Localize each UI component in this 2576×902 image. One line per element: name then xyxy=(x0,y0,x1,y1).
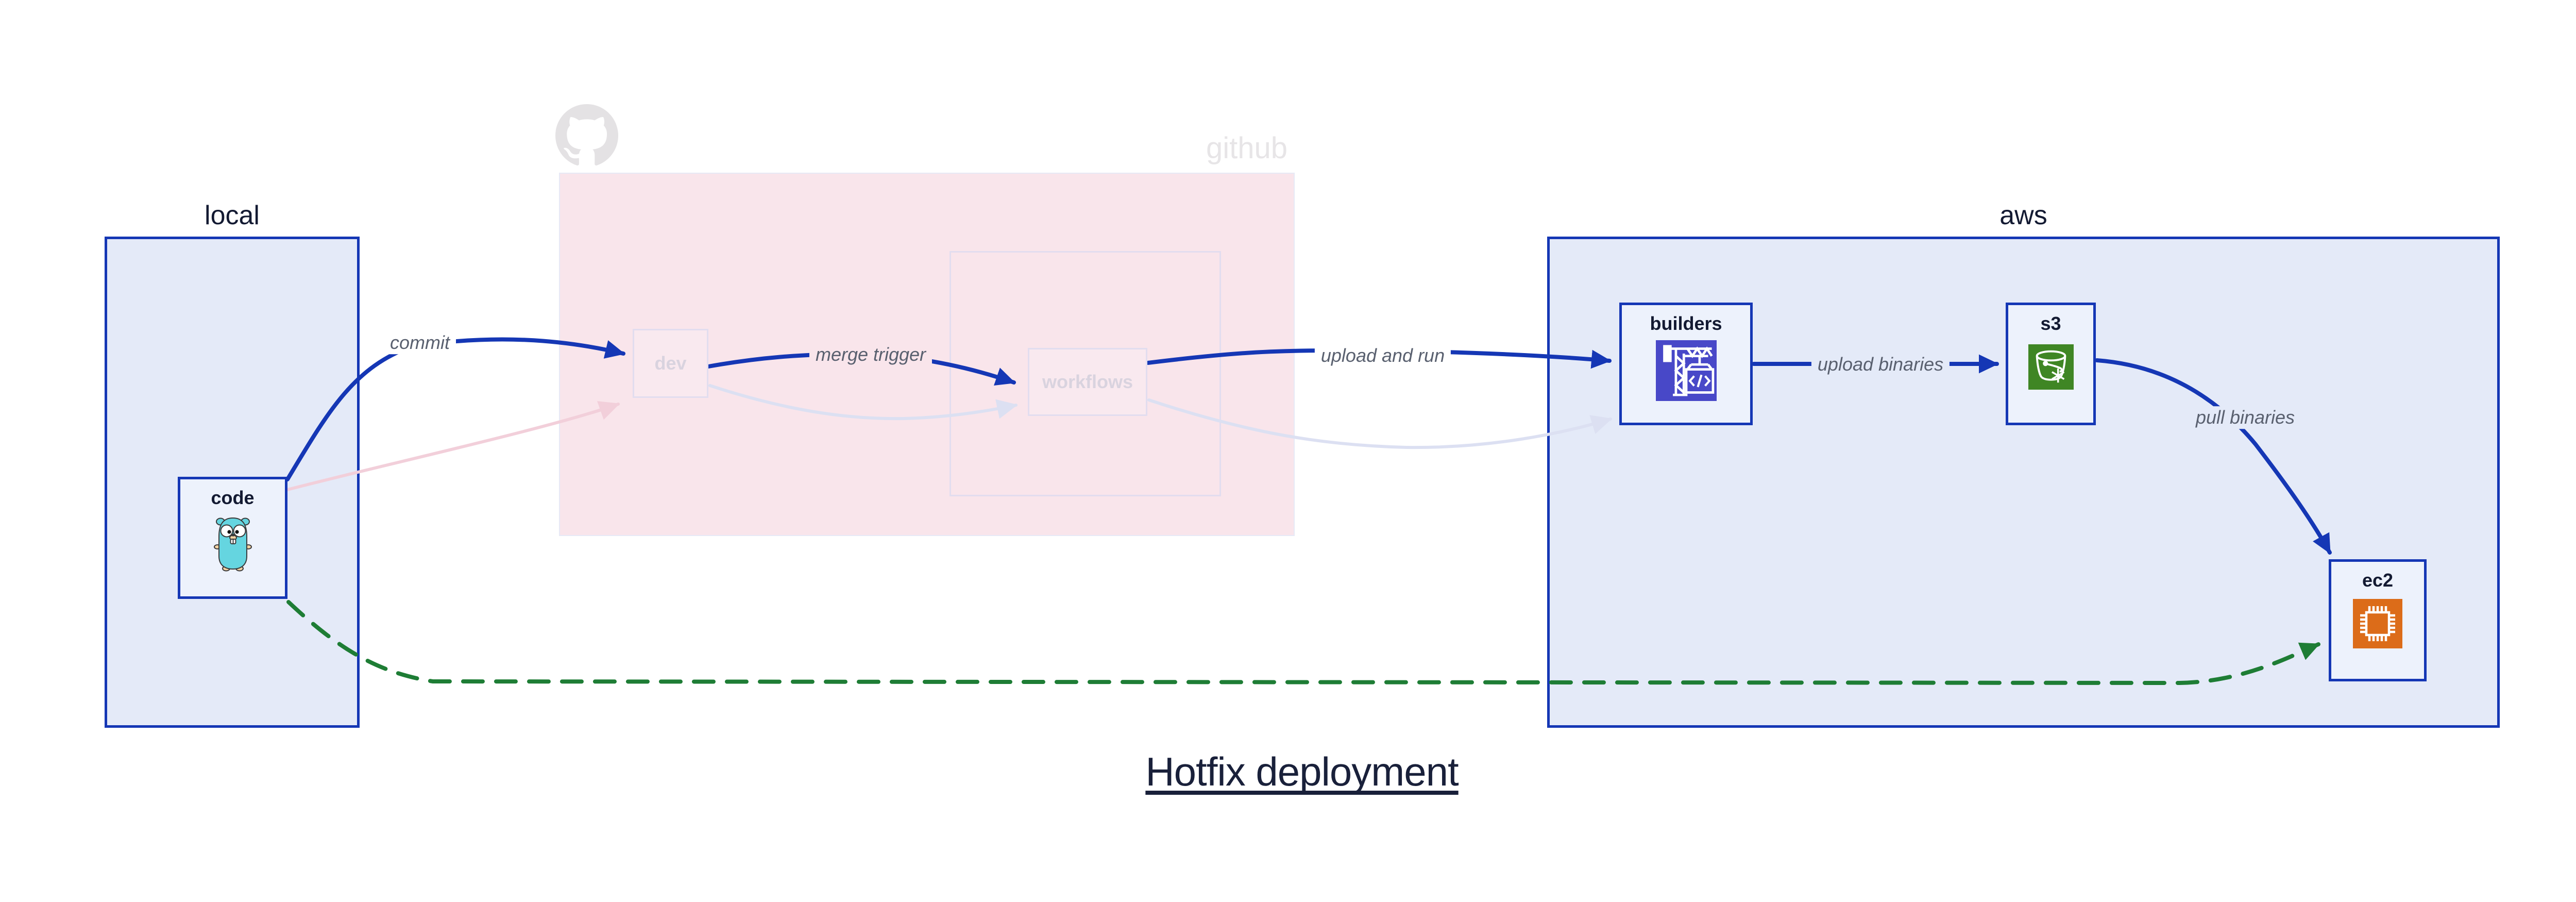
build-crane-icon xyxy=(1655,340,1717,401)
ghost-edge-workflows-to-builders xyxy=(1147,398,1613,449)
node-code-label: code xyxy=(211,487,255,508)
master-container xyxy=(950,251,1221,496)
edge-label-upload-and-run: upload and run xyxy=(1314,344,1451,367)
edge-label-upload-binaries: upload binaries xyxy=(1811,353,1950,376)
edge-hotfix-dashed-line xyxy=(286,600,2320,686)
edge-label-commit: commit xyxy=(384,331,456,354)
edge-pull-binaries-line xyxy=(2095,358,2332,555)
node-dev: dev xyxy=(633,329,708,398)
github-container-label: github xyxy=(1206,131,1287,165)
ghost-edge-dev-to-workflows xyxy=(708,384,1018,421)
node-ec2: ec2 xyxy=(2329,559,2427,681)
ghost-edge-code-to-dev xyxy=(286,401,620,491)
diagram-title-text: Hotfix deployment xyxy=(1145,749,1459,794)
diagram-title: Hotfix deployment xyxy=(0,748,2576,795)
node-dev-label: dev xyxy=(654,353,687,374)
cpu-chip-icon xyxy=(2353,598,2402,648)
node-workflows: workflows xyxy=(1028,348,1147,416)
gopher-mascot-icon xyxy=(212,514,253,572)
edge-label-pull-binaries: pull binaries xyxy=(2189,406,2301,429)
bucket-snowflake-icon xyxy=(2028,344,2074,390)
edge-commit-line xyxy=(285,337,625,481)
node-ec2-label: ec2 xyxy=(2362,570,2394,591)
aws-container-label: aws xyxy=(1999,201,2047,230)
edge-label-merge-trigger: merge trigger xyxy=(809,343,933,366)
node-workflows-label: workflows xyxy=(1042,371,1133,393)
node-builders-label: builders xyxy=(1650,313,1722,334)
node-builders: builders xyxy=(1619,303,1753,425)
github-octocat-icon xyxy=(555,104,618,165)
node-code: code xyxy=(178,477,287,599)
node-s3-label: s3 xyxy=(2040,313,2061,334)
local-container-label: local xyxy=(205,201,260,230)
node-s3: s3 xyxy=(2006,303,2096,425)
